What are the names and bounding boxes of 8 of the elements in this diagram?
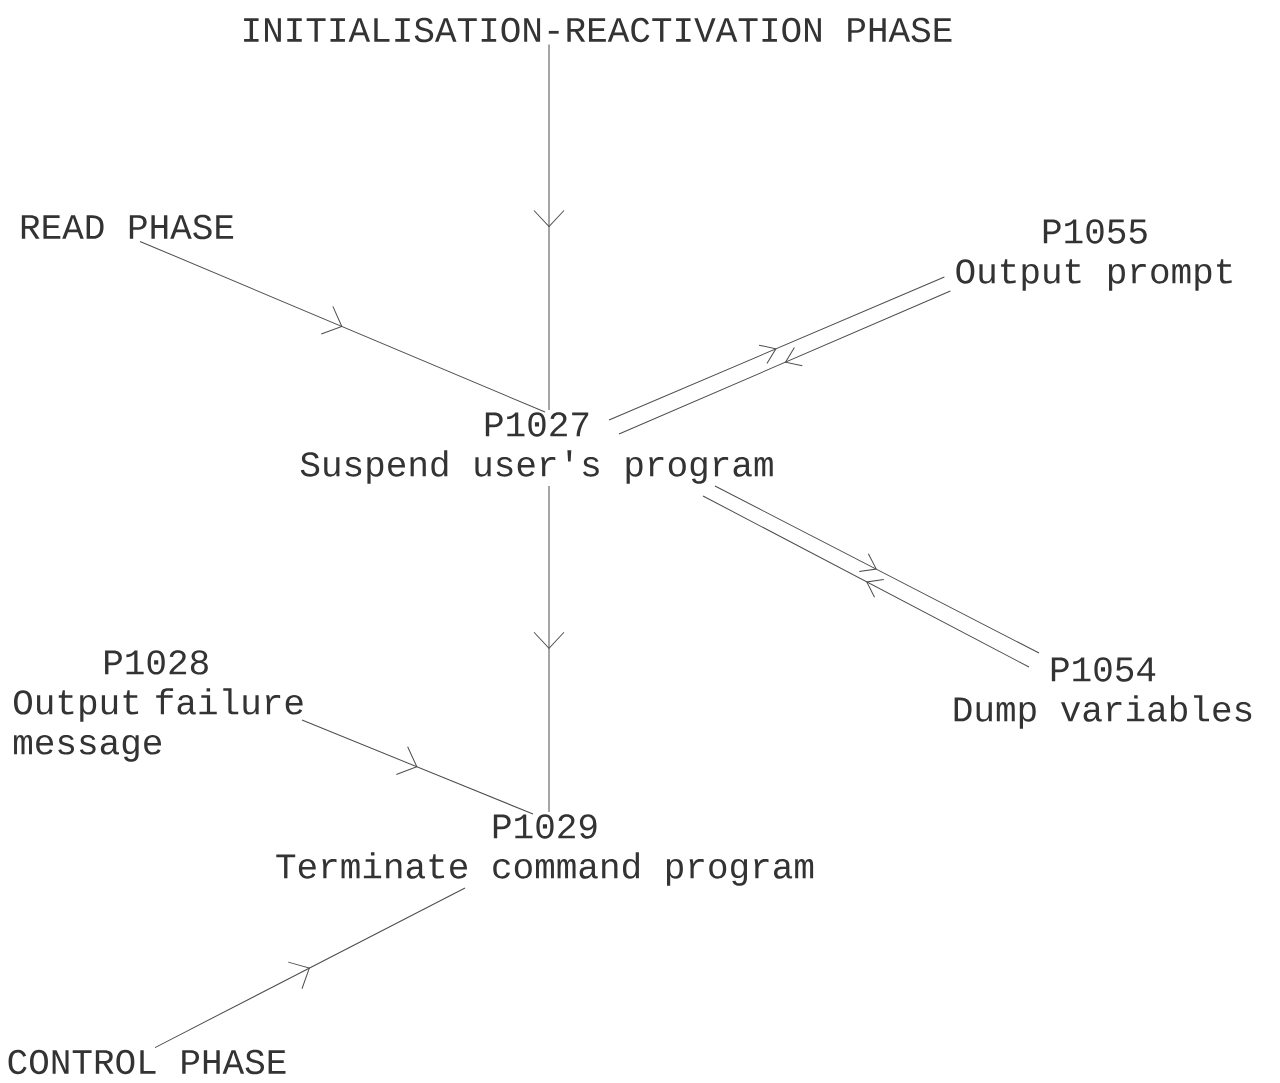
node-label: P1028 Output failure message [13,650,303,762]
node-label: P1027 Suspend user's program [300,412,773,484]
node-label: CONTROL PHASE [8,1049,286,1075]
node-label: P1029 Terminate command program [276,814,814,886]
node-label: INITIALISATION-REACTIVATION PHASE [244,17,952,43]
node-label: P1055 Output prompt [956,219,1232,291]
node-label: P1054 Dump variables [954,657,1252,729]
node-label: READ PHASE [21,214,234,240]
